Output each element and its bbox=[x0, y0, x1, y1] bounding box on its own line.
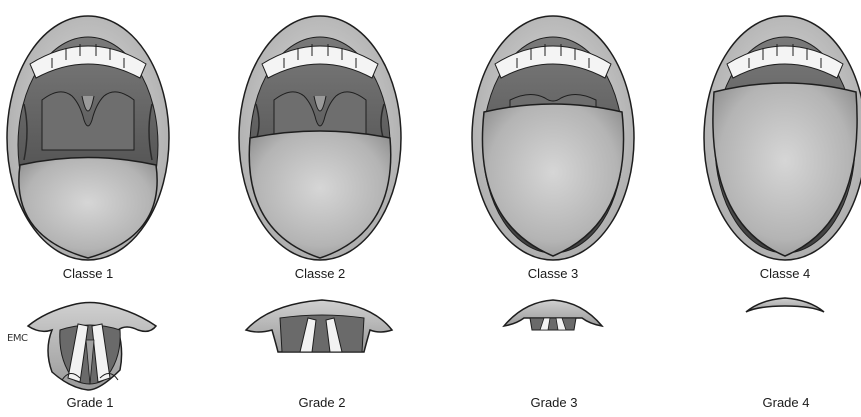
mouth-classe-3 bbox=[472, 16, 634, 260]
mouth-classe-2 bbox=[239, 16, 401, 260]
label-grade-1: Grade 1 bbox=[20, 395, 160, 410]
label-grade-4: Grade 4 bbox=[716, 395, 856, 410]
label-classe-1: Classe 1 bbox=[18, 266, 158, 281]
label-classe-3: Classe 3 bbox=[483, 266, 623, 281]
mouth-classe-4 bbox=[704, 16, 861, 260]
larynx-grade-4 bbox=[746, 298, 824, 312]
larynx-grade-3 bbox=[504, 300, 602, 330]
larynx-grade-2 bbox=[246, 300, 392, 352]
larynx-grade-1 bbox=[28, 303, 156, 391]
label-grade-2: Grade 2 bbox=[252, 395, 392, 410]
label-classe-2: Classe 2 bbox=[250, 266, 390, 281]
label-classe-4: Classe 4 bbox=[715, 266, 855, 281]
label-grade-3: Grade 3 bbox=[484, 395, 624, 410]
mouth-classe-1 bbox=[7, 16, 169, 260]
artist-signature: EMC bbox=[7, 333, 27, 344]
